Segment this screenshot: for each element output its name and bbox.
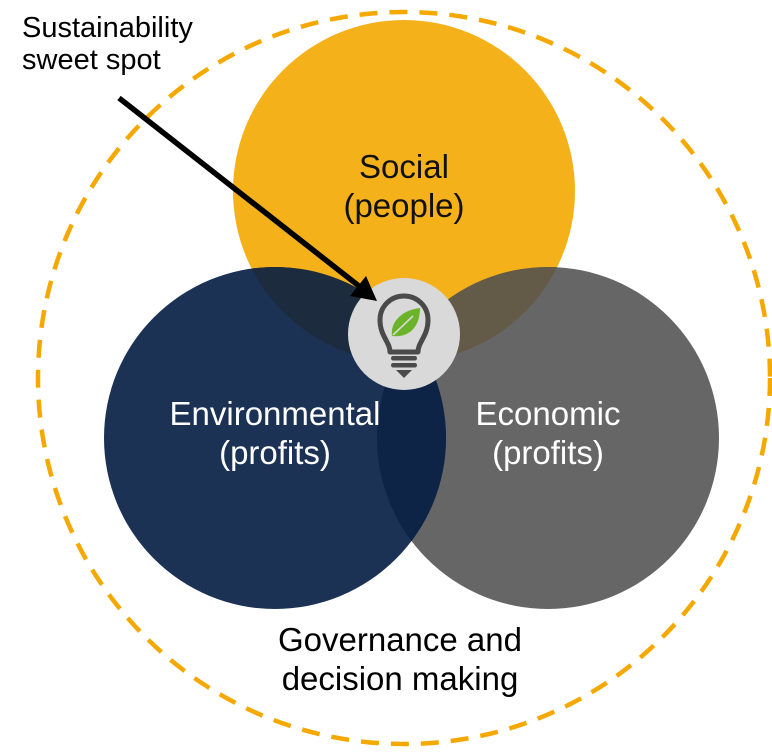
social-subtitle: (people) — [343, 186, 465, 224]
arrowhead-icon — [350, 276, 377, 301]
social-label: Social (people) — [304, 148, 504, 226]
bulb-base-line-2 — [391, 363, 417, 368]
bulb-tip — [396, 370, 412, 378]
callout-line-1: Sustainability — [22, 12, 193, 44]
environmental-subtitle: (profits) — [219, 433, 331, 471]
callout-line-2: sweet spot — [22, 44, 161, 77]
economic-subtitle: (profits) — [492, 433, 604, 471]
economic-title: Economic — [475, 395, 621, 432]
environmental-title: Environmental — [169, 395, 381, 432]
callout-arrow — [117, 95, 377, 301]
lightbulb-leaf-icon — [348, 278, 460, 390]
bulb-outline-icon — [377, 293, 431, 355]
governance-line-1: Governance and — [277, 621, 522, 658]
governance-label: Governance and decision making — [240, 621, 560, 699]
callout-label: Sustainability sweet spot — [22, 12, 193, 77]
bulb-base-line-1 — [391, 356, 417, 361]
economic-circle — [377, 267, 719, 609]
economic-label: Economic (profits) — [438, 395, 658, 473]
governance-dashed-ring — [35, 9, 772, 747]
environmental-label: Environmental (profits) — [135, 395, 415, 473]
governance-line-2: decision making — [281, 659, 519, 697]
social-title: Social — [359, 148, 449, 185]
leaf-vein — [392, 315, 414, 336]
